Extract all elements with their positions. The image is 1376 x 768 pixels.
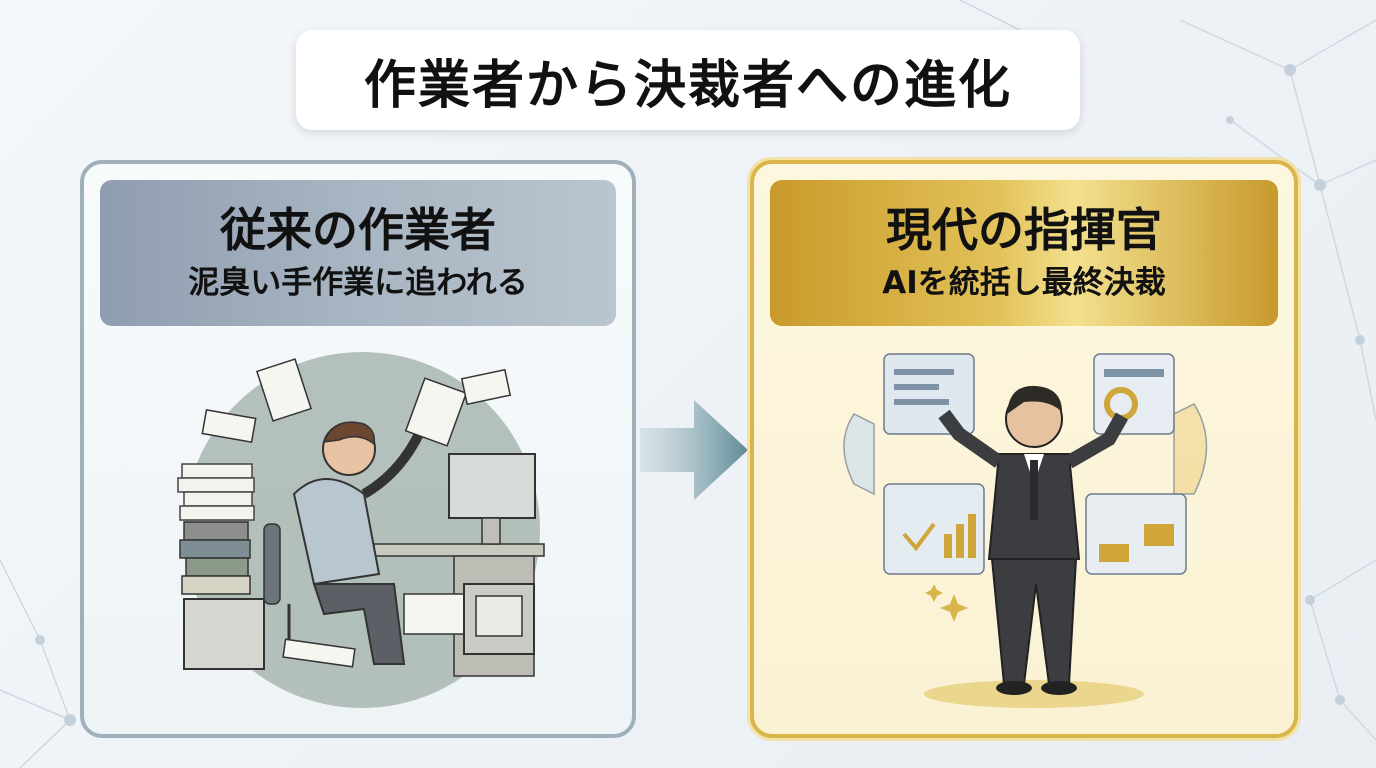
heading-modern-commander: 現代の指揮官 [886,203,1162,257]
header-traditional-worker: 従来の作業者 泥臭い手作業に追われる [100,180,616,326]
overworked-worker-illustration [177,352,545,708]
subheading-modern-commander: AIを統括し最終決裁 [882,265,1166,301]
heading-traditional-worker: 従来の作業者 [220,203,496,257]
subheading-traditional-worker: 泥臭い手作業に追われる [188,265,528,301]
commander-ai-dashboard-illustration [843,353,1208,708]
panel-modern-commander: 現代の指揮官 AIを統括し最終決裁 [750,160,1298,738]
panel-traditional-worker: 従来の作業者 泥臭い手作業に追われる [80,160,636,738]
transition-arrow [640,400,748,500]
page-title: 作業者から決裁者への進化 [363,55,1012,116]
title-box: 作業者から決裁者への進化 [296,30,1080,130]
header-modern-commander: 現代の指揮官 AIを統括し最終決裁 [770,180,1278,326]
